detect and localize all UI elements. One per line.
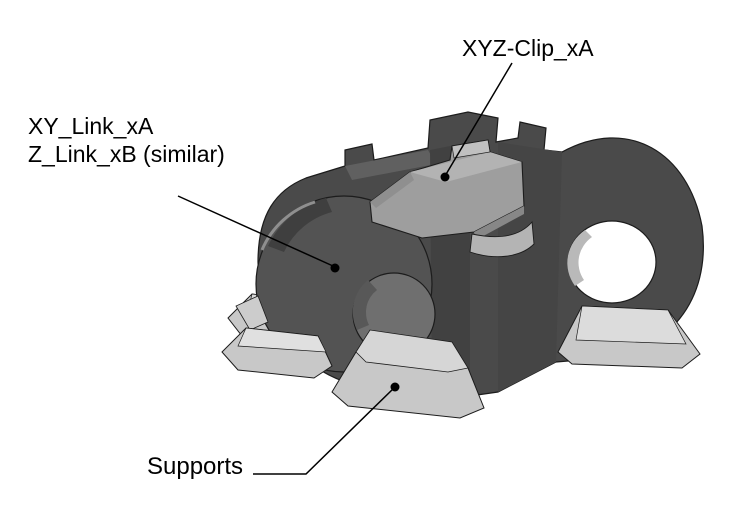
- support-front-left-top-facet: [237, 327, 327, 353]
- leader-line-link: [177, 195, 334, 267]
- leader-dots: [330, 172, 450, 392]
- support-front-center-upright: [355, 329, 469, 373]
- ring-hole-highlight: [567, 230, 592, 286]
- label-xyz-clip: XYZ-Clip_xA: [462, 35, 594, 61]
- clip-top-facet: [410, 152, 522, 182]
- clip-left-edge: [370, 172, 414, 208]
- clip-latch: [469, 220, 535, 258]
- link-plate-shadow: [268, 198, 332, 252]
- clip-right-edge: [474, 206, 524, 240]
- pin-bore-shadow: [352, 280, 377, 330]
- label-xy-link-line1: XY_Link_xA: [28, 113, 154, 139]
- leader-line-supports: [253, 387, 395, 475]
- clip-tab: [451, 139, 491, 159]
- link-plate-rim-highlight: [260, 200, 316, 251]
- support-right-top-facet: [575, 305, 687, 345]
- leader-line-clip: [444, 62, 513, 177]
- leader-dot-supports: [390, 382, 400, 392]
- label-xy-link: XY_Link_xA Z_Link_xB (similar): [28, 112, 225, 168]
- support-right: [557, 305, 701, 369]
- label-xy-link-line2: Z_Link_xB (similar): [28, 141, 225, 168]
- leader-lines: [177, 62, 513, 475]
- clip-part: [369, 139, 535, 258]
- label-supports: Supports: [147, 453, 244, 480]
- support-front-left: [221, 327, 333, 379]
- body-top-facet: [345, 150, 436, 180]
- support-front-center: [331, 329, 485, 419]
- leader-dot-clip: [440, 172, 450, 182]
- leader-dot-link: [330, 263, 340, 273]
